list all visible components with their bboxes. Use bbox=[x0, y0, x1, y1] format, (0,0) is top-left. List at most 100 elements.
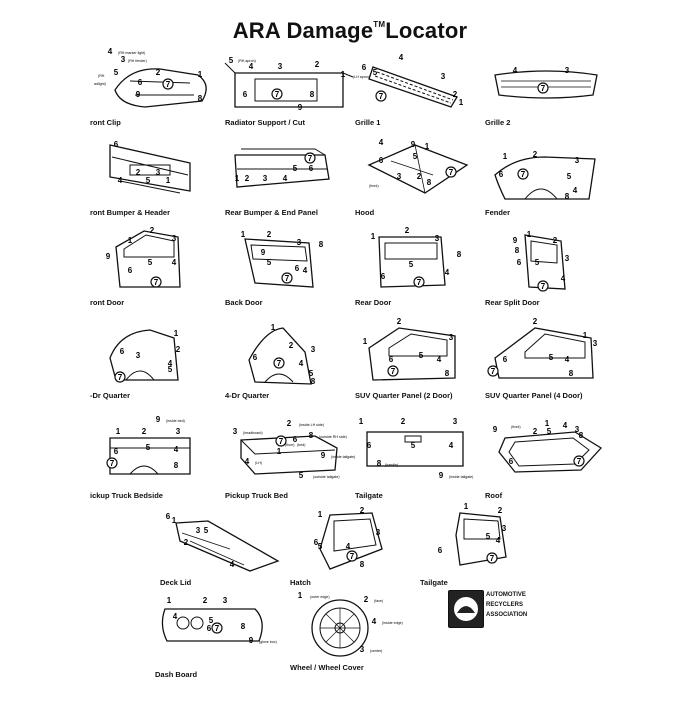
callout-digit: 6 bbox=[438, 546, 443, 555]
callout-number: 4 bbox=[563, 421, 568, 430]
callout-digit: 8 bbox=[445, 369, 450, 378]
callout-digit: 4 bbox=[372, 617, 377, 626]
callout-digit: 6 bbox=[295, 264, 300, 273]
callout-digit: 6 bbox=[389, 355, 394, 364]
logo-line-1: AUTOMOTIVE bbox=[486, 592, 526, 598]
callout-number: 9 bbox=[136, 90, 141, 99]
callout-number: 7 bbox=[211, 622, 223, 634]
diagram-label: Pickup Truck Bed bbox=[225, 491, 288, 500]
callout-number: 5 bbox=[318, 542, 323, 551]
callout-digit: 2 bbox=[203, 596, 208, 605]
callout-digit: 1 bbox=[363, 337, 368, 346]
callout-digit: 3 bbox=[565, 66, 570, 75]
callout-digit: 3 bbox=[136, 351, 141, 360]
callout-digit: 3 bbox=[453, 417, 458, 426]
callout-digit: 5 bbox=[229, 56, 234, 65]
callout-number: 1 bbox=[271, 323, 276, 332]
callout-digit: 5 bbox=[209, 616, 214, 625]
callout-digit: 5 bbox=[547, 427, 552, 436]
callout-number: 5 bbox=[535, 258, 540, 267]
callout-note: (inside tailgate) bbox=[449, 475, 473, 479]
callout-number: 1 bbox=[459, 98, 464, 107]
callout-number: 4 bbox=[108, 47, 113, 56]
diagram-label: Tailgate bbox=[420, 578, 448, 587]
diagram-label: Roof bbox=[485, 491, 503, 500]
callout-number: 7 bbox=[387, 365, 399, 377]
callout-number: 8 bbox=[515, 246, 520, 255]
callout-number: 9 bbox=[249, 636, 254, 645]
callout-note: (inside edge) bbox=[382, 621, 403, 625]
callout-note: (inside LH side) bbox=[299, 423, 324, 427]
callout-digit: 1 bbox=[459, 98, 464, 107]
callout-digit: 5 bbox=[299, 471, 304, 480]
callout-digit: 1 bbox=[298, 591, 303, 600]
callout-digit: 4 bbox=[449, 441, 454, 450]
callout-number: 4 bbox=[303, 266, 308, 275]
callout-number: 6 bbox=[367, 441, 372, 450]
callout-number: 2 bbox=[453, 90, 458, 99]
callout-number: 2 bbox=[405, 226, 410, 235]
diagram-label: Dash Board bbox=[155, 670, 198, 679]
callout-number: 9 bbox=[106, 252, 111, 261]
callout-digit: 1 bbox=[277, 447, 282, 456]
callout-digit: 3 bbox=[575, 156, 580, 165]
title-main: ARA Damage bbox=[232, 18, 374, 43]
callout-digit: 3 bbox=[565, 254, 570, 263]
callout-digit: 2 bbox=[533, 150, 538, 159]
callout-digit: 1 bbox=[198, 70, 203, 79]
diagram-label: Rear Bumper & End Panel bbox=[225, 208, 318, 217]
callout-number: 7 bbox=[445, 166, 457, 178]
callout-digit: 5 bbox=[567, 172, 572, 181]
callout-digit: 3 bbox=[176, 427, 181, 436]
callout-digit: 5 bbox=[114, 68, 119, 77]
callout-number: 3 bbox=[397, 172, 402, 181]
callout-number: 3 bbox=[156, 168, 161, 177]
callout-digit: 3 bbox=[449, 333, 454, 342]
callout-digit: 3 bbox=[575, 425, 580, 434]
callout-number: 8 bbox=[457, 250, 462, 259]
callout-digit: 8 bbox=[457, 250, 462, 259]
callout-number: 6 bbox=[120, 347, 125, 356]
diagram-label: Back Door bbox=[225, 298, 263, 307]
callout-digit: 3 bbox=[376, 528, 381, 537]
callout-digit: 4 bbox=[445, 268, 450, 277]
callout-digit: 7 bbox=[491, 367, 496, 376]
callout-number: 9 bbox=[513, 236, 518, 245]
callout-digit: 6 bbox=[362, 63, 367, 72]
callout-number: 3 bbox=[449, 333, 454, 342]
callout-number: 1 bbox=[363, 337, 368, 346]
callout-number: 5 bbox=[373, 68, 378, 77]
callout-digit: 4 bbox=[496, 536, 501, 545]
callout-number: 3 bbox=[196, 526, 201, 535]
callout-number: 6 bbox=[389, 355, 394, 364]
callout-number: 8 bbox=[377, 459, 382, 468]
callout-number: 4 bbox=[437, 355, 442, 364]
callout-number: 6 bbox=[503, 355, 508, 364]
callout-digit: 8 bbox=[515, 246, 520, 255]
callout-number: 7 bbox=[346, 550, 358, 562]
callout-digit: 1 bbox=[503, 152, 508, 161]
callout-digit: 3 bbox=[297, 238, 302, 247]
callout-number: 6 bbox=[207, 624, 212, 633]
callout-digit: 4 bbox=[299, 359, 304, 368]
callout-digit: 7 bbox=[154, 278, 159, 287]
callout-number: 1 bbox=[241, 230, 246, 239]
callout-number: 5 bbox=[309, 369, 314, 378]
callout-number: 6 bbox=[517, 258, 522, 267]
diagram-label: Grille 2 bbox=[485, 118, 511, 127]
callout-digit: 3 bbox=[121, 55, 126, 64]
callout-digit: 4 bbox=[230, 560, 235, 569]
callout-number: 7 bbox=[486, 552, 498, 564]
callout-digit: 6 bbox=[309, 164, 314, 173]
callout-digit: 7 bbox=[417, 278, 422, 287]
callout-note: (RH apron) bbox=[238, 59, 256, 63]
callout-number: 5 bbox=[486, 532, 491, 541]
callout-number: 6 bbox=[114, 140, 119, 149]
callout-digit: 7 bbox=[541, 84, 546, 93]
callout-number: 1 bbox=[166, 176, 171, 185]
